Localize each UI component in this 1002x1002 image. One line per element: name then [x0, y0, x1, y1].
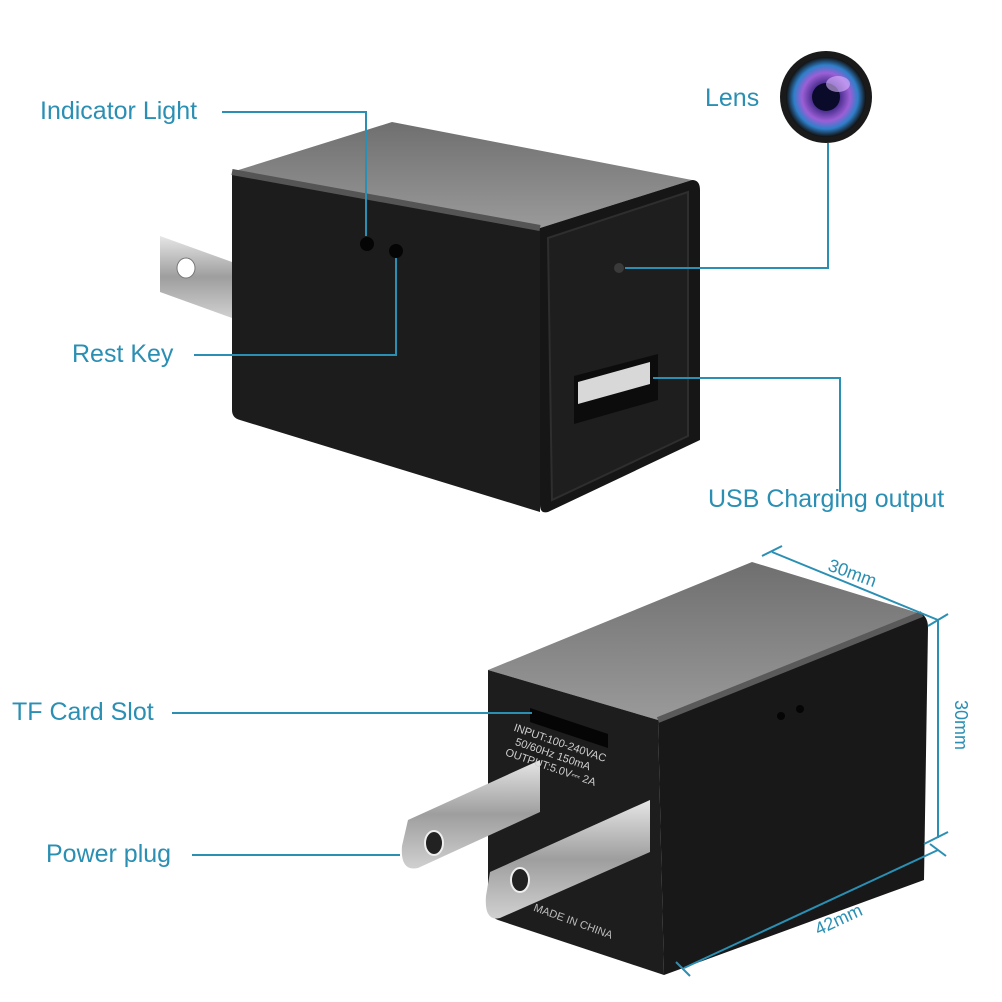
device-side-face: [658, 614, 928, 975]
bottom-device: [401, 562, 928, 975]
lens-leader: [625, 143, 829, 269]
rest-key-leader: [194, 258, 397, 356]
top-device: [160, 122, 700, 513]
callout-lens: Lens: [705, 84, 760, 112]
lens-pinhole: [614, 263, 624, 273]
usb-leader: [653, 377, 841, 492]
plug-prong: [160, 236, 232, 318]
tf-card-slot: [530, 708, 608, 748]
indicator-light-leader: [222, 111, 367, 236]
top-callout-lines: [194, 111, 841, 492]
device-top-face: [232, 122, 692, 228]
dim-depth-line: [771, 551, 939, 621]
dimension-height: 30mm: [951, 700, 971, 751]
device-top-face: [488, 562, 922, 720]
callout-usb-charging-output: USB Charging output: [708, 485, 945, 513]
callout-power-plug: Power plug: [46, 840, 172, 868]
lens-icon: [780, 51, 872, 143]
callout-rest-key: Rest Key: [72, 340, 174, 368]
callout-tf-card-slot: TF Card Slot: [12, 698, 154, 726]
device-side-face: [232, 172, 540, 512]
indicator-light-hole: [360, 237, 374, 251]
prong-hole: [176, 257, 196, 279]
callout-indicator-light: Indicator Light: [40, 97, 198, 125]
rest-key-hole: [389, 244, 403, 258]
bottom-callout-lines: [172, 545, 949, 977]
